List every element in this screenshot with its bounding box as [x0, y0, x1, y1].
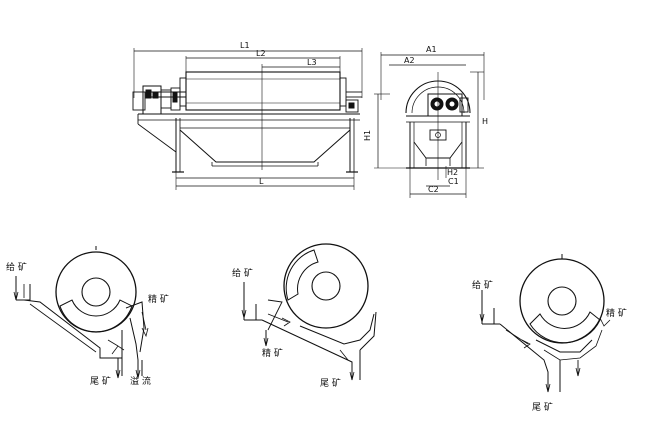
label-concentrate-3: 精 矿 [606, 307, 627, 319]
label-feed-3: 给 矿 [472, 279, 493, 291]
dim-L2: L2 [256, 49, 266, 58]
dim-C1: C1 [448, 177, 459, 186]
label-tailings-2: 尾 矿 [320, 377, 341, 389]
drum-circle-3 [519, 258, 605, 344]
dim-H1: H1 [363, 130, 372, 141]
label-tailings-1: 尾 矿 [90, 375, 111, 387]
dim-H2: H2 [447, 168, 458, 177]
dim-L1: L1 [240, 41, 250, 50]
dim-A2: A2 [404, 56, 415, 65]
motor-body [132, 91, 146, 111]
label-concentrate-2: 精 矿 [262, 347, 283, 359]
dim-C2: C2 [428, 185, 439, 194]
side-view: A1 A2 H [363, 45, 488, 198]
label-overflow-1: 溢 流 [130, 375, 151, 387]
dim-H: H [482, 117, 488, 126]
drum-circle-2 [283, 243, 369, 329]
dim-A1: A1 [426, 45, 437, 54]
front-view: L1 L2 L3 [132, 41, 363, 190]
flow-diagram-2: 给 矿 精 矿 尾 矿 [232, 243, 377, 389]
dim-L: L [259, 177, 264, 186]
label-tailings-3: 尾 矿 [532, 401, 553, 413]
flow-diagram-1: 给 矿 精 矿 尾 矿 溢 流 [6, 246, 169, 387]
flow-diagram-3: 给 矿 精 矿 尾 矿 [472, 254, 627, 413]
label-feed-2: 给 矿 [232, 267, 253, 279]
dim-L3: L3 [307, 58, 317, 67]
label-feed-1: 给 矿 [6, 261, 27, 273]
drum-body [185, 71, 341, 111]
label-concentrate-1: 精 矿 [148, 293, 169, 305]
